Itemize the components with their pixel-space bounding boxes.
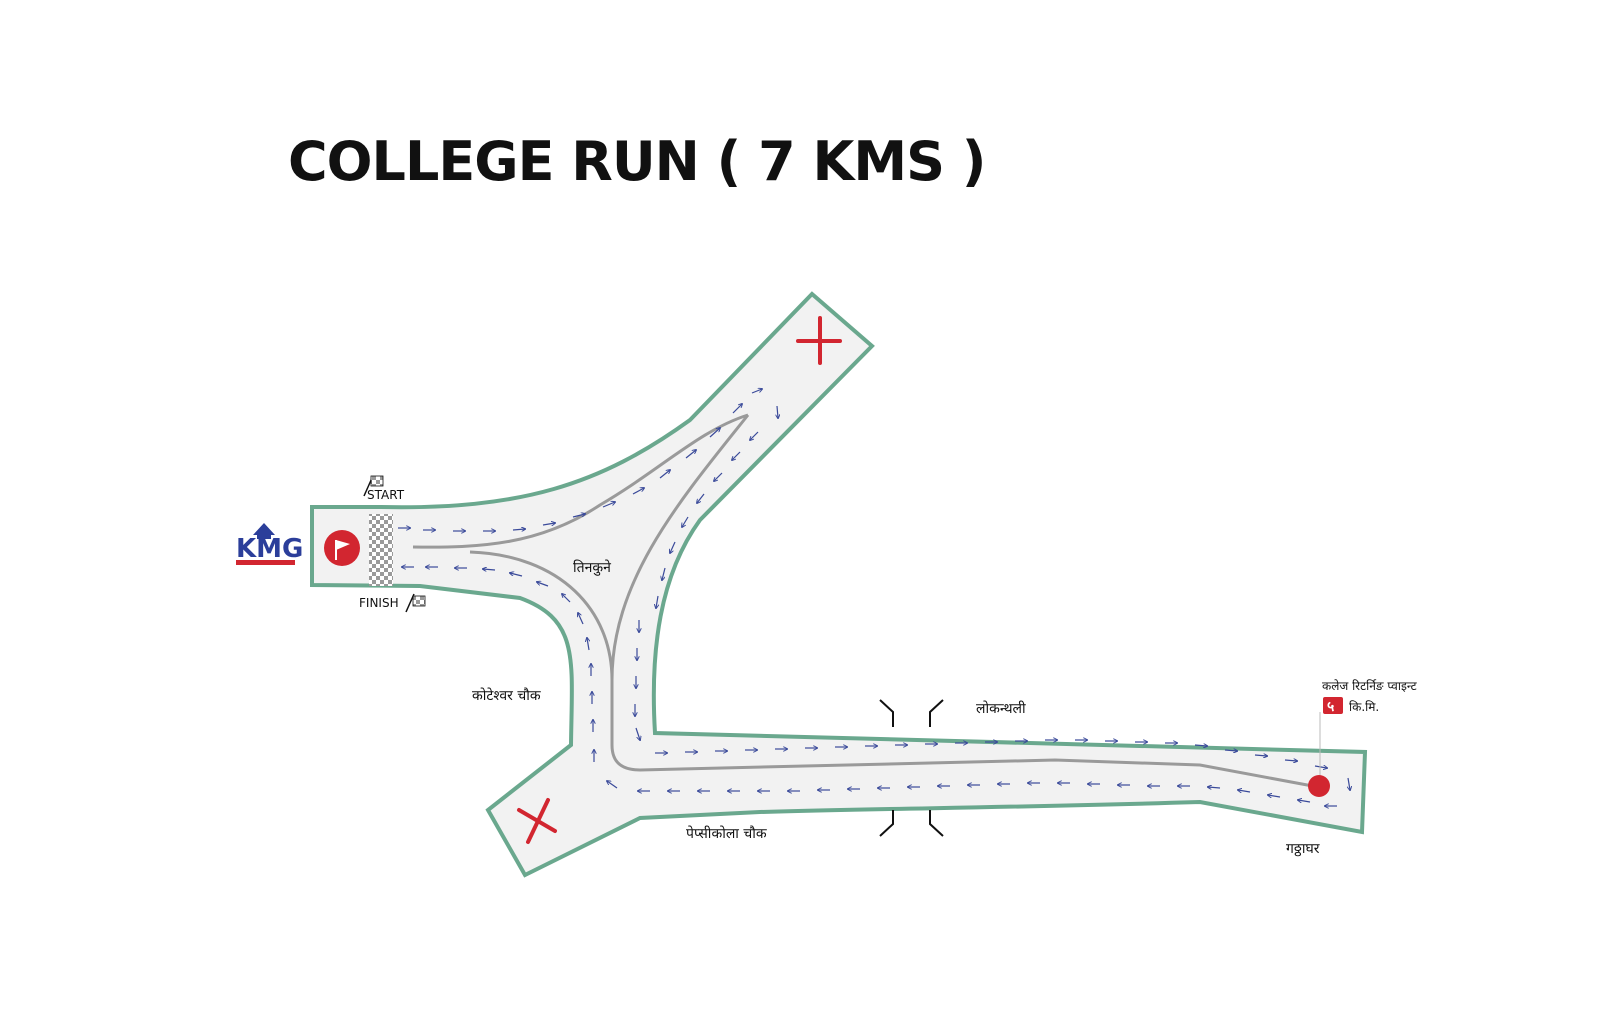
red-dot-icon <box>1308 775 1330 797</box>
direction-arrows-return <box>402 567 1337 806</box>
turning-km-unit: कि.मि. <box>1349 700 1379 714</box>
route-lines <box>412 413 1319 789</box>
logo-text: KMG <box>236 534 303 564</box>
turning-km-badge <box>1323 697 1343 714</box>
finish-label: FINISH <box>359 596 399 610</box>
place-tinkune: तिनकुने <box>573 559 611 576</box>
place-koteshwor: कोटेश्वर चौक <box>472 687 541 704</box>
turning-point-label: कलेज रिटर्निङ प्वाइन्ट <box>1322 679 1418 693</box>
start-finish-line <box>369 514 393 586</box>
x-mark-icon <box>517 798 557 844</box>
road-outline <box>310 291 1368 878</box>
kmg-logo: KMG <box>236 523 303 565</box>
direction-arrows-outbound <box>398 389 1350 790</box>
direction-arrows-down <box>635 431 759 740</box>
checkered-flag-icon <box>363 475 384 497</box>
bridge-icon <box>879 699 944 837</box>
place-pepsicola: पेप्सीकोला चौक <box>686 825 767 842</box>
checkered-flag-icon <box>405 593 426 613</box>
place-lokanthali: लोकन्थली <box>976 700 1026 717</box>
place-gathaghar: गठ्ठाघर <box>1286 841 1320 857</box>
red-flag-icon <box>324 530 360 566</box>
map-title: COLLEGE RUN ( 7 KMS ) <box>288 130 985 193</box>
start-label: START <box>367 488 405 502</box>
x-mark-icon <box>796 316 842 365</box>
turning-km-number: ५ <box>1327 699 1334 715</box>
